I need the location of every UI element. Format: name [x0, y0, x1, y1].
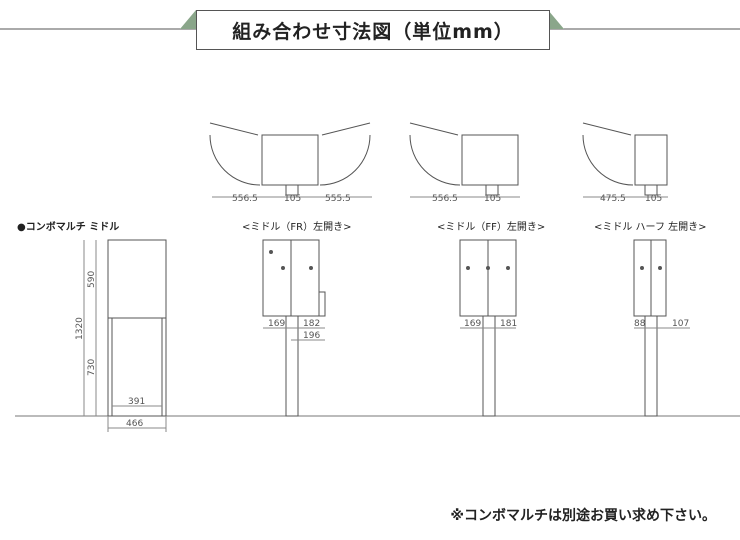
dim-combo-lower: 730	[87, 359, 97, 376]
dim-ff-front-left: 169	[464, 319, 481, 329]
dim-fr-left: 556.5	[232, 194, 258, 204]
dim-combo-upper: 590	[87, 271, 97, 288]
view-label-ff: <ミドル（FF）左開き>	[437, 222, 546, 233]
front-view-ff	[459, 239, 517, 417]
dim-half-front-right: 107	[672, 319, 689, 329]
footnote: ※コンボマルチは別途お買い求め下さい。	[450, 508, 716, 524]
top-view-fr	[209, 122, 372, 198]
page-title: 組み合わせ寸法図（単位mm）	[196, 10, 550, 50]
section-label: ●コンボマルチ ミドル	[17, 222, 120, 233]
dim-fr-front-right: 182	[303, 319, 320, 329]
view-label-half: <ミドル ハーフ 左開き>	[594, 222, 707, 233]
front-view-half	[633, 239, 690, 417]
dim-half-front-left: 88	[634, 319, 646, 329]
dim-combo-total: 1320	[75, 317, 85, 340]
top-view-ff	[409, 122, 520, 198]
front-view-fr	[262, 239, 326, 417]
dim-ff-left: 556.5	[432, 194, 458, 204]
dim-combo-inner: 391	[128, 397, 145, 407]
top-view-half	[582, 122, 668, 198]
dim-fr-front-left: 169	[268, 319, 285, 329]
dim-half-left: 475.5	[600, 194, 626, 204]
dim-half-mid: 105	[645, 194, 662, 204]
dim-fr-front-bottom: 196	[303, 331, 320, 341]
dim-ff-front-right: 181	[500, 319, 517, 329]
dim-ff-mid: 105	[484, 194, 501, 204]
combo-front-view	[83, 239, 167, 432]
dim-combo-outer: 466	[126, 419, 143, 429]
view-label-fr: <ミドル（FR）左開き>	[242, 222, 352, 233]
dim-fr-mid: 105	[284, 194, 301, 204]
dim-fr-right: 555.5	[325, 194, 351, 204]
